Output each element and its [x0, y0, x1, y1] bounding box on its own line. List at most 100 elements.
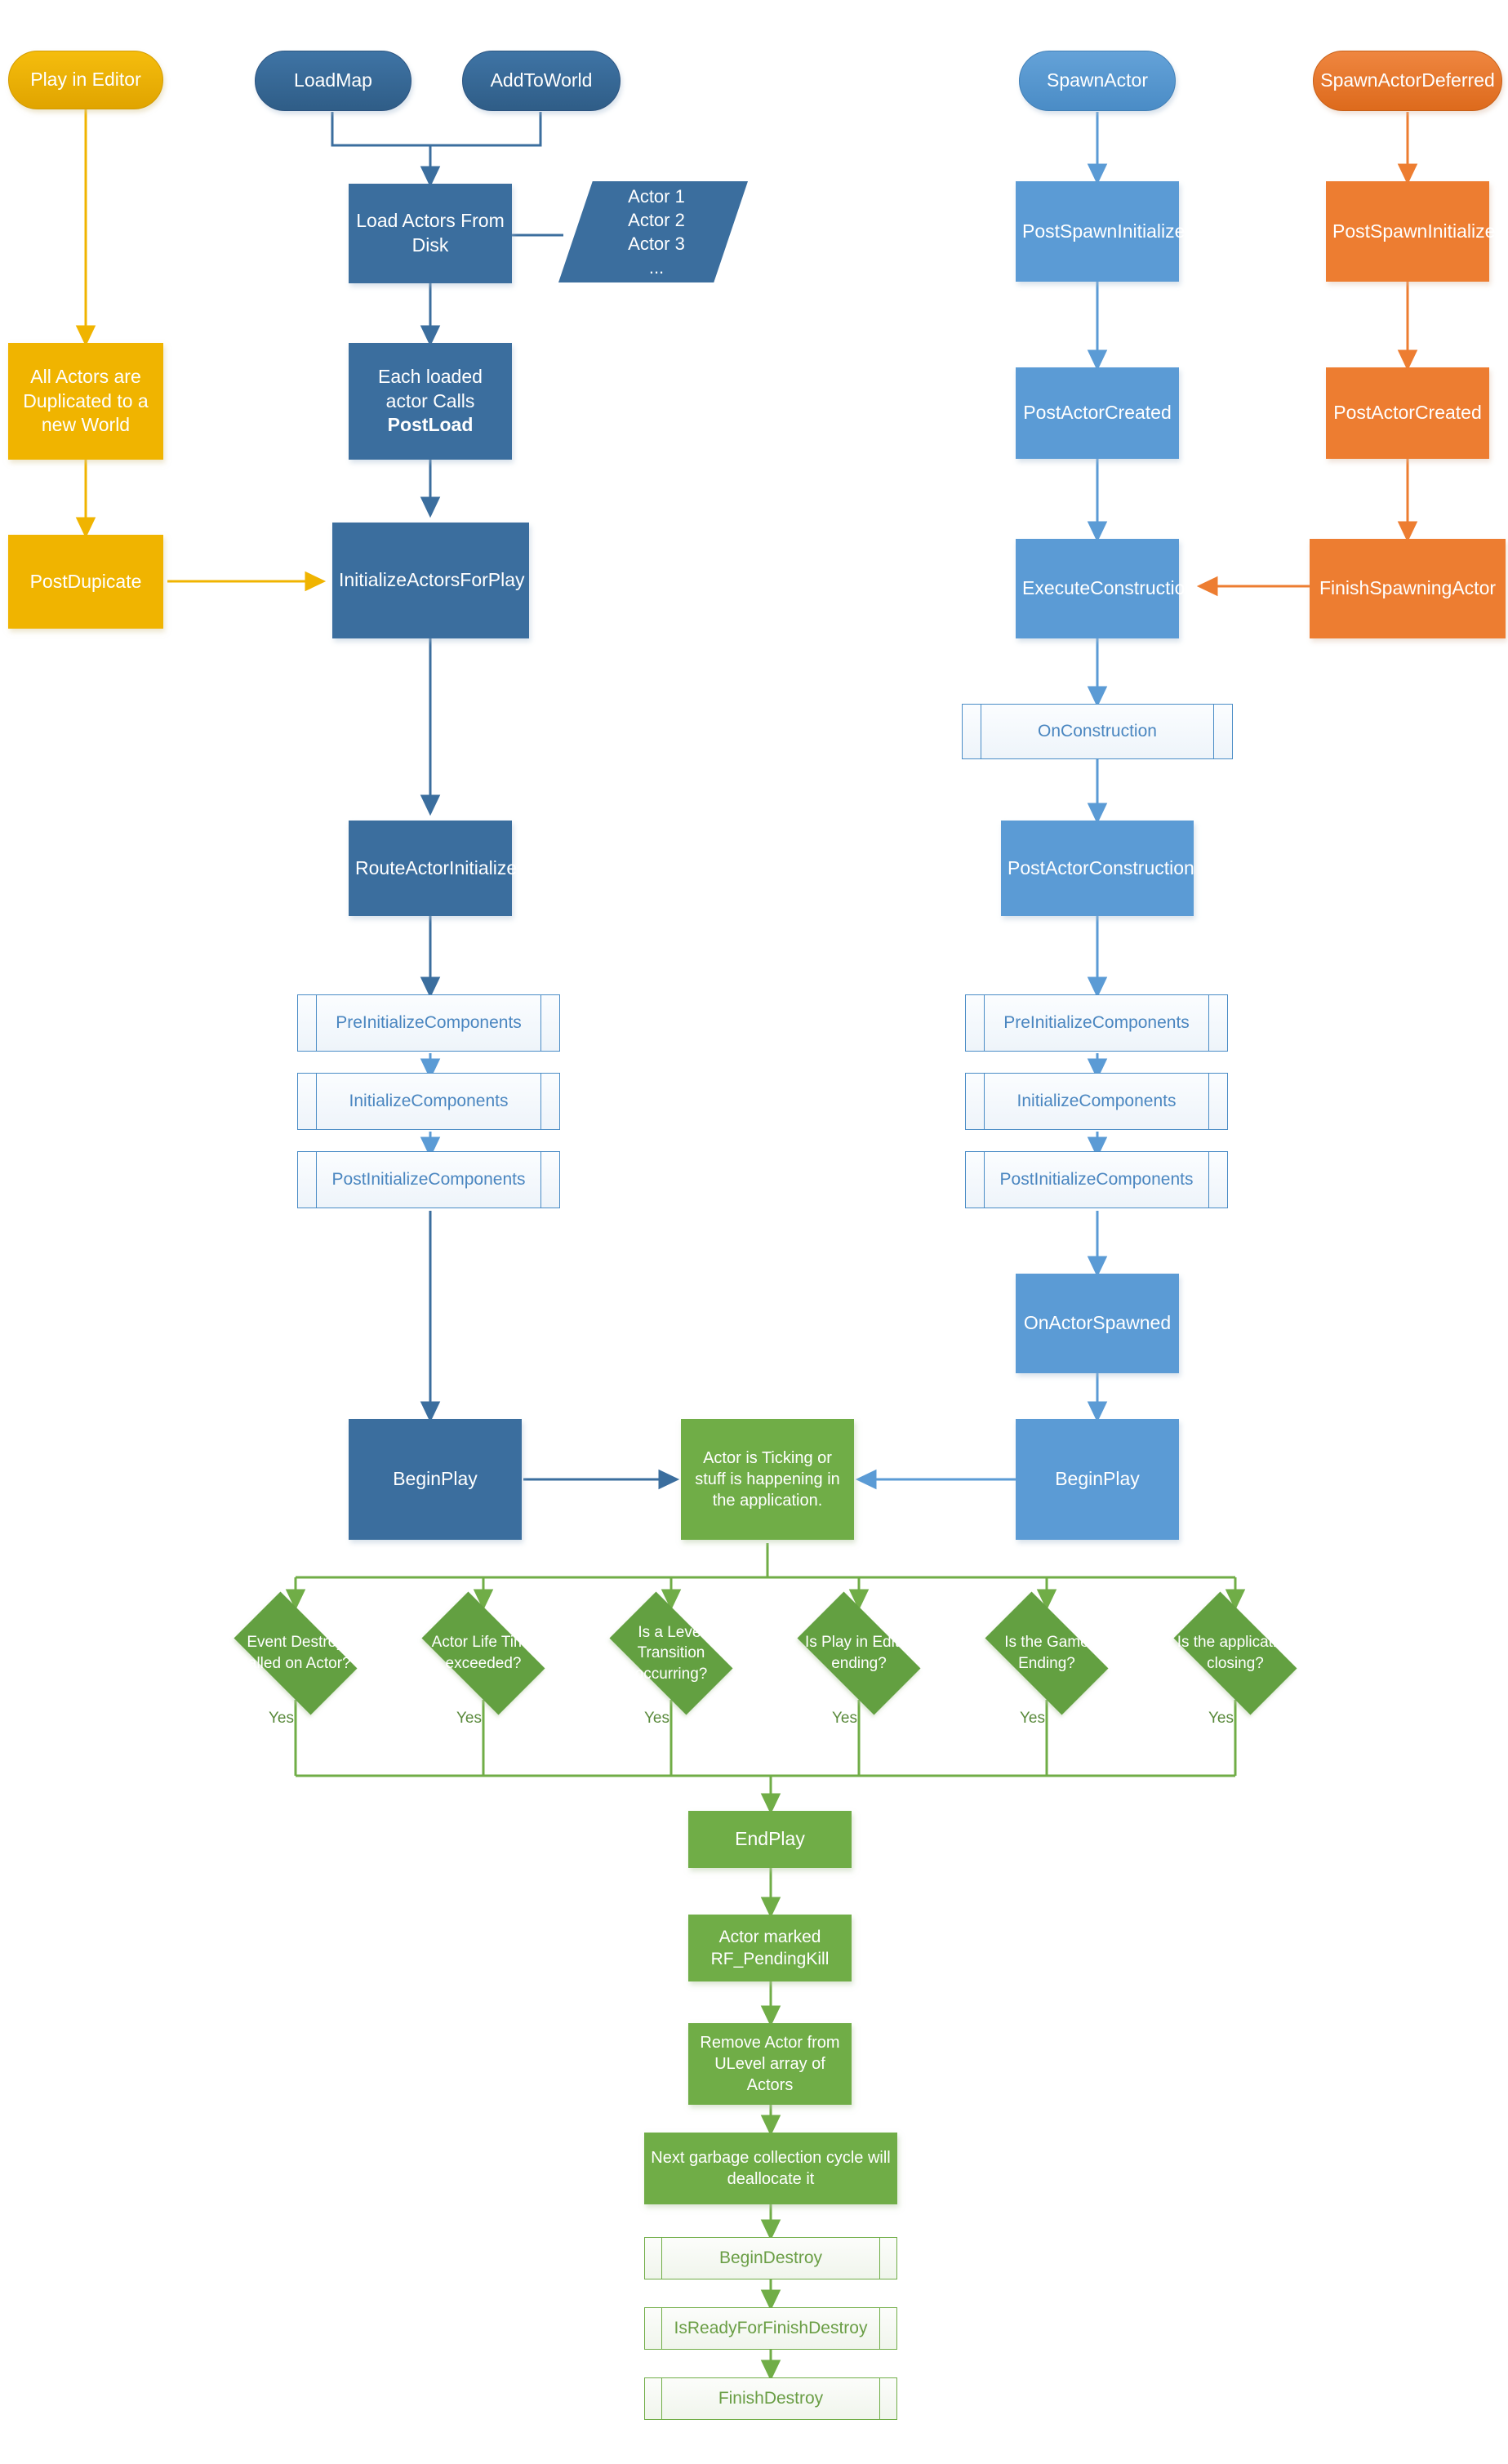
node-execute-construction[interactable]: ExecuteConstruction: [1016, 539, 1196, 638]
edge-label-yes-play-in-editor-ending: Yes: [832, 1710, 857, 1727]
actor-list-line-4: ...: [648, 257, 665, 278]
node-load-map[interactable]: LoadMap: [255, 51, 411, 111]
process-bar-right: [1208, 995, 1209, 1051]
decision-event-destroy[interactable]: Event Destroy called on Actor?: [219, 1591, 372, 1715]
process-bar-right: [1208, 1152, 1209, 1208]
node-post-initialize-components-right[interactable]: PostInitializeComponents: [965, 1151, 1228, 1208]
node-label: InitializeActorsForPlay: [339, 569, 525, 591]
node-spawn-actor[interactable]: SpawnActor: [1019, 51, 1176, 111]
edge-label-yes-game-ending: Yes: [1020, 1710, 1045, 1727]
process-bar-left: [984, 995, 985, 1051]
process-bar-right: [540, 1152, 541, 1208]
postload-prefix: Each loaded actor Calls: [378, 365, 483, 411]
node-on-actor-spawned[interactable]: OnActorSpawned: [1016, 1274, 1179, 1373]
node-label: PreInitializeComponents: [1003, 1013, 1190, 1032]
process-bar-left: [316, 1074, 317, 1129]
node-begin-destroy[interactable]: BeginDestroy: [644, 2237, 897, 2279]
node-post-actor-created-spawnactor[interactable]: PostActorCreated: [1016, 367, 1179, 459]
node-label: BeginPlay: [393, 1468, 478, 1490]
node-route-actor-initialize[interactable]: RouteActorInitialize: [349, 821, 518, 916]
node-begin-play-right[interactable]: BeginPlay: [1016, 1419, 1179, 1540]
node-finish-spawning-actor[interactable]: FinishSpawningActor: [1310, 539, 1506, 638]
node-remove-actor-from-ulevel[interactable]: Remove Actor from ULevel array of Actors: [688, 2023, 852, 2105]
process-bar-right: [879, 2378, 880, 2419]
node-label: Next garbage collection cycle will deall…: [651, 2149, 891, 2188]
node-label: SpawnActorDeferred: [1320, 69, 1495, 91]
node-label: FinishDestroy: [718, 2389, 824, 2408]
process-bar-right: [879, 2238, 880, 2279]
node-post-actor-created-deferred[interactable]: PostActorCreated: [1326, 367, 1489, 459]
node-spawn-actor-deferred[interactable]: SpawnActorDeferred: [1313, 51, 1502, 111]
edge-label-yes-event-destroy: Yes: [269, 1710, 294, 1727]
process-bar-right: [540, 1074, 541, 1129]
node-label: PostDupicate: [29, 570, 142, 592]
node-begin-play-left[interactable]: BeginPlay: [349, 1419, 522, 1540]
decision-label: Is the Game Ending?: [1004, 1634, 1089, 1672]
node-label: AddToWorld: [490, 69, 593, 91]
parallelogram-shape: [558, 181, 748, 282]
process-bar-right: [1213, 705, 1214, 758]
node-play-in-editor[interactable]: Play in Editor: [8, 51, 163, 109]
decision-label: Is the application closing?: [1177, 1634, 1294, 1672]
node-label: BeginDestroy: [718, 2248, 823, 2267]
node-next-gc-cycle[interactable]: Next garbage collection cycle will deall…: [644, 2133, 897, 2204]
node-is-ready-for-finish-destroy[interactable]: IsReadyForFinishDestroy: [644, 2307, 897, 2350]
node-label: ExecuteConstruction: [1022, 577, 1196, 599]
node-post-spawn-initialize-spawnactor[interactable]: PostSpawnInitialize: [1016, 181, 1185, 282]
node-initialize-components-right[interactable]: InitializeComponents: [965, 1073, 1228, 1130]
node-each-loaded-actor-postload[interactable]: Each loaded actor Calls PostLoad: [349, 343, 512, 460]
process-bar-right: [540, 995, 541, 1051]
edge-label-yes-level-transition: Yes: [644, 1710, 669, 1727]
decision-label: Is Play in Editor ending?: [805, 1634, 913, 1672]
actor-list-lines: Actor 1 Actor 2 Actor 3 ...: [558, 181, 748, 282]
node-label: Play in Editor: [30, 69, 141, 91]
process-bar-left: [984, 1074, 985, 1129]
node-post-spawn-initialize-deferred[interactable]: PostSpawnInitialize: [1326, 181, 1495, 282]
decision-game-ending[interactable]: Is the Game Ending?: [970, 1591, 1123, 1715]
decision-label: Event Destroy called on Actor?: [240, 1634, 351, 1672]
node-pre-initialize-components-right[interactable]: PreInitializeComponents: [965, 994, 1228, 1052]
node-post-duplicate[interactable]: PostDupicate: [8, 535, 163, 629]
node-label: PostActorCreated: [1023, 402, 1172, 424]
node-label: IsReadyForFinishDestroy: [674, 2319, 868, 2337]
node-load-actors-from-disk[interactable]: Load Actors From Disk: [349, 184, 512, 283]
node-actor-is-ticking[interactable]: Actor is Ticking or stuff is happening i…: [681, 1419, 854, 1540]
process-bar-right: [879, 2308, 880, 2349]
decision-application-closing[interactable]: Is the application closing?: [1159, 1591, 1312, 1715]
node-actor-list[interactable]: Actor 1 Actor 2 Actor 3 ...: [558, 181, 748, 282]
process-bar-right: [1208, 1074, 1209, 1129]
node-actor-marked-pendingkill[interactable]: Actor marked RF_PendingKill: [688, 1915, 852, 1981]
node-initialize-actors-for-play[interactable]: InitializeActorsForPlay: [332, 523, 529, 638]
edge-label-yes-application-closing: Yes: [1208, 1710, 1234, 1727]
node-post-actor-construction[interactable]: PostActorConstruction: [1001, 821, 1194, 916]
node-all-actors-duplicated[interactable]: All Actors are Duplicated to a new World: [8, 343, 163, 460]
decision-label: Actor Life Time exceeded?: [431, 1634, 536, 1672]
node-end-play[interactable]: EndPlay: [688, 1811, 852, 1868]
node-label: PreInitializeComponents: [336, 1013, 522, 1032]
decision-play-in-editor-ending[interactable]: Is Play in Editor ending?: [782, 1591, 936, 1715]
decision-level-transition[interactable]: Is a Level Transition occurring?: [594, 1591, 748, 1715]
node-label: Each loaded actor Calls PostLoad: [349, 365, 512, 438]
actor-list-line-2: Actor 2: [628, 209, 685, 230]
actor-list-line-3: Actor 3: [628, 234, 685, 254]
node-label: InitializeComponents: [1016, 1092, 1177, 1110]
edge-label-yes-actor-life-time: Yes: [456, 1710, 482, 1727]
node-label: RouteActorInitialize: [355, 856, 518, 878]
node-label: PostInitializeComponents: [999, 1170, 1194, 1189]
node-post-initialize-components-left[interactable]: PostInitializeComponents: [297, 1151, 560, 1208]
node-label: PostInitializeComponents: [331, 1170, 526, 1189]
node-label: InitializeComponents: [349, 1092, 509, 1110]
process-bar-left: [316, 995, 317, 1051]
node-label: OnConstruction: [1038, 722, 1157, 741]
decision-actor-life-time[interactable]: Actor Life Time exceeded?: [407, 1591, 560, 1715]
node-label: All Actors are Duplicated to a new World: [23, 365, 149, 436]
node-label: LoadMap: [294, 69, 372, 91]
node-label: SpawnActor: [1046, 69, 1148, 91]
node-label: PostActorConstruction: [1008, 856, 1194, 878]
node-pre-initialize-components-left[interactable]: PreInitializeComponents: [297, 994, 560, 1052]
node-add-to-world[interactable]: AddToWorld: [462, 51, 621, 111]
node-initialize-components-left[interactable]: InitializeComponents: [297, 1073, 560, 1130]
node-label: Actor is Ticking or stuff is happening i…: [695, 1449, 840, 1510]
node-on-construction[interactable]: OnConstruction: [962, 704, 1233, 759]
node-finish-destroy[interactable]: FinishDestroy: [644, 2377, 897, 2420]
